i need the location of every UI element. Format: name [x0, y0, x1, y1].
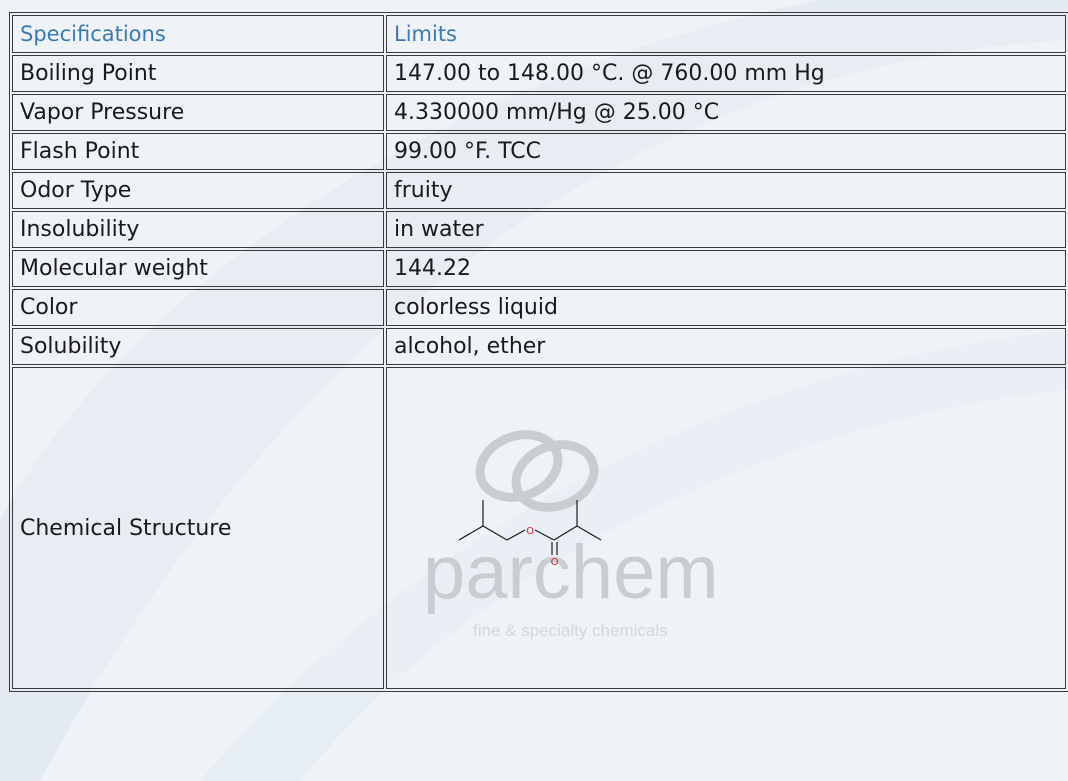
header-limits: Limits: [386, 15, 1066, 53]
molecule-structure-icon: O O: [459, 500, 602, 568]
limit-cell: 4.330000 mm/Hg @ 25.00 °C: [386, 94, 1066, 131]
oxygen-atom-label: O: [551, 557, 559, 568]
spec-cell: Boiling Point: [12, 55, 384, 92]
limit-cell: 144.22: [386, 250, 1066, 287]
limit-cell: colorless liquid: [386, 289, 1066, 326]
spec-cell: Odor Type: [12, 172, 384, 209]
logo-rings-icon: [475, 430, 599, 512]
table-row: Insolubility in water: [12, 211, 1066, 248]
spec-cell: Molecular weight: [12, 250, 384, 287]
limit-cell: 99.00 °F. TCC: [386, 133, 1066, 170]
spec-cell: Color: [12, 289, 384, 326]
limit-cell: fruity: [386, 172, 1066, 209]
oxygen-atom-label: O: [526, 526, 534, 537]
table-row: Solubility alcohol, ether: [12, 328, 1066, 365]
spec-cell: Chemical Structure: [12, 367, 384, 689]
parchem-logo-watermark: parchem fine & specialty chemicals: [423, 430, 719, 640]
table-row: Color colorless liquid: [12, 289, 1066, 326]
table-row: Molecular weight 144.22: [12, 250, 1066, 287]
table-header-row: Specifications Limits: [12, 15, 1066, 53]
spec-cell: Insolubility: [12, 211, 384, 248]
table-row: Odor Type fruity: [12, 172, 1066, 209]
chemical-structure-row: Chemical Structure parchem fine & specia…: [12, 367, 1066, 689]
spec-cell: Flash Point: [12, 133, 384, 170]
header-specifications: Specifications: [12, 15, 384, 53]
chemical-structure-cell: parchem fine & specialty chemicals O: [386, 367, 1066, 689]
table-row: Flash Point 99.00 °F. TCC: [12, 133, 1066, 170]
logo-brand-text: parchem: [423, 530, 719, 615]
limit-cell: 147.00 to 148.00 °C. @ 760.00 mm Hg: [386, 55, 1066, 92]
spec-cell: Solubility: [12, 328, 384, 365]
specifications-table: Specifications Limits Boiling Point 147.…: [9, 12, 1068, 692]
table-row: Boiling Point 147.00 to 148.00 °C. @ 760…: [12, 55, 1066, 92]
limit-cell: alcohol, ether: [386, 328, 1066, 365]
limit-cell: in water: [386, 211, 1066, 248]
logo-tagline-text: fine & specialty chemicals: [473, 621, 668, 640]
spec-cell: Vapor Pressure: [12, 94, 384, 131]
table-row: Vapor Pressure 4.330000 mm/Hg @ 25.00 °C: [12, 94, 1066, 131]
